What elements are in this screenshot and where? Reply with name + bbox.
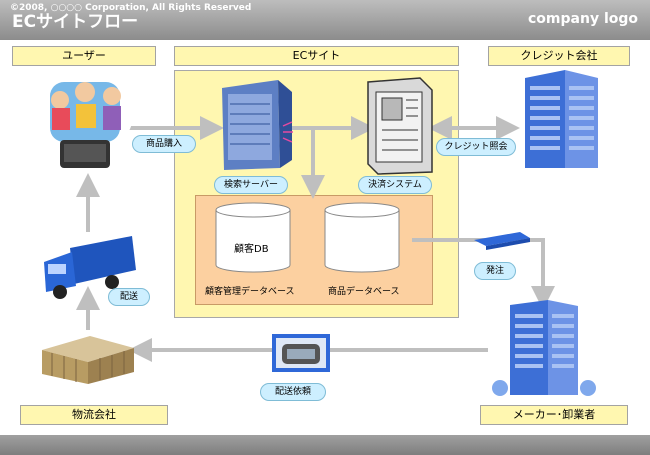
edge-delivery: 配送: [108, 288, 150, 306]
company-logo: company logo: [528, 11, 638, 27]
office-building-icon-credit: [525, 70, 598, 168]
ec-site-label: ECサイト: [174, 46, 459, 66]
footer-bar: [0, 435, 650, 455]
logistics-label: 物流会社: [20, 405, 168, 425]
truck-icon: [44, 236, 136, 299]
maker-label: メーカー･卸業者: [480, 405, 628, 425]
payment-machine-icon: [367, 77, 433, 175]
order-document-icon: [474, 232, 530, 250]
office-building-icon-maker: [492, 300, 596, 396]
edge-delivery-request: 配送依頼: [260, 383, 326, 401]
flow-arrows: [76, 116, 555, 362]
arrow-to-maker: [412, 238, 555, 310]
edge-order: 発注: [474, 262, 516, 280]
copyright-text: ©2008, ○○○○ Corporation, All Rights Rese…: [10, 3, 252, 13]
payment-system-label: 決済システム: [358, 176, 432, 194]
warehouse-icon: [42, 336, 134, 384]
edge-credit-check: クレジット照会: [436, 138, 516, 156]
search-server-label: 検索サーバー: [214, 176, 288, 194]
page-title: ECサイトフロー: [12, 12, 139, 32]
credit-company-label: クレジット会社: [488, 46, 630, 66]
header-bar: [0, 0, 650, 40]
edge-purchase: 商品購入: [132, 135, 196, 153]
phone-fax-icon: [272, 334, 330, 372]
database-icon-customer: [215, 202, 291, 273]
product-db-label: 商品データベース: [328, 287, 400, 297]
server-icon: [222, 80, 293, 170]
user-group-icon: [37, 75, 133, 168]
user-label: ユーザー: [12, 46, 156, 66]
customer-db-label: 顧客管理データベース: [205, 287, 295, 297]
customer-db-name: 顧客DB: [234, 244, 269, 255]
database-icon-product: [324, 202, 400, 273]
